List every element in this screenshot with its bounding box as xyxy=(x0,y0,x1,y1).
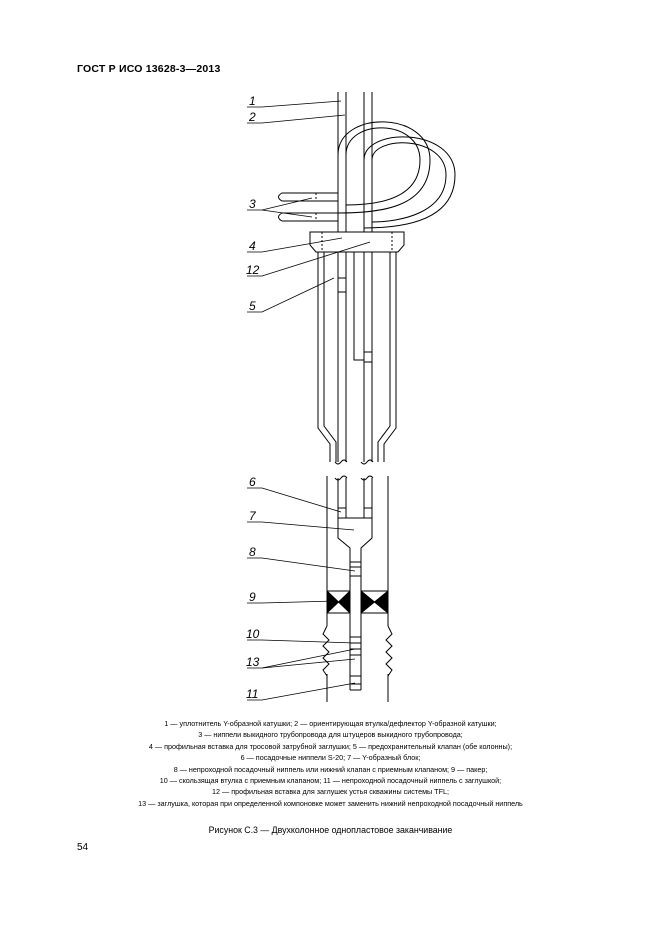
y-block xyxy=(337,517,373,563)
tubing-strings-middle xyxy=(337,252,373,462)
page-number: 54 xyxy=(77,842,89,853)
legend-line: 4 — профильная вставка для тросовой затр… xyxy=(148,741,513,751)
legend-line: 10 — скользящая втулка с приемным клапан… xyxy=(159,776,502,786)
legend-line: 3 — ниппели выкидного трубопровода для ш… xyxy=(198,730,463,740)
legend-line: 12 — профильная вставка для заглушек уст… xyxy=(212,787,449,797)
figure-legend: 1 — уплотнитель Y-образной катушки; 2 — … xyxy=(60,718,601,809)
callout-13: 13 xyxy=(246,655,260,669)
casing-upper xyxy=(317,252,397,462)
figure-title: Рисунок С.3 — Двухколонное однопластовое… xyxy=(208,825,453,835)
callout-7: 7 xyxy=(249,509,257,523)
callout-10: 10 xyxy=(246,627,260,641)
callout-4: 4 xyxy=(249,239,256,253)
callout-6: 6 xyxy=(249,475,256,489)
callout-5: 5 xyxy=(249,299,256,313)
callout-9: 9 xyxy=(249,590,256,604)
legend-line: 8 — непроходной посадочный ниппель или н… xyxy=(173,764,488,774)
leader-lines xyxy=(247,100,371,701)
callout-12: 12 xyxy=(246,263,260,277)
tubing-strings-lower xyxy=(337,478,373,518)
tubing-strings-upper xyxy=(337,92,373,232)
flowline-loops xyxy=(337,121,456,229)
callout-1: 1 xyxy=(249,94,256,108)
callout-3: 3 xyxy=(249,197,256,211)
document-header: ГОСТ Р ИСО 13628-3—2013 xyxy=(77,63,221,75)
tailpipe xyxy=(349,562,362,691)
legend-line: 13 — заглушка, которая при определенной … xyxy=(138,798,523,808)
callout-2: 2 xyxy=(248,110,256,124)
callout-11: 11 xyxy=(246,687,258,701)
callout-8: 8 xyxy=(249,545,256,559)
tubing-hanger xyxy=(309,231,405,253)
break-lines xyxy=(334,459,374,481)
legend-line: 6 — посадочные ниппели S-20; 7 — Y-образ… xyxy=(240,753,421,763)
packer xyxy=(326,589,389,615)
callout-labels: 1 2 3 4 12 5 6 7 8 9 10 13 11 xyxy=(246,94,260,701)
legend-line: 1 — уплотнитель Y-образной катушки; 2 — … xyxy=(164,719,497,728)
